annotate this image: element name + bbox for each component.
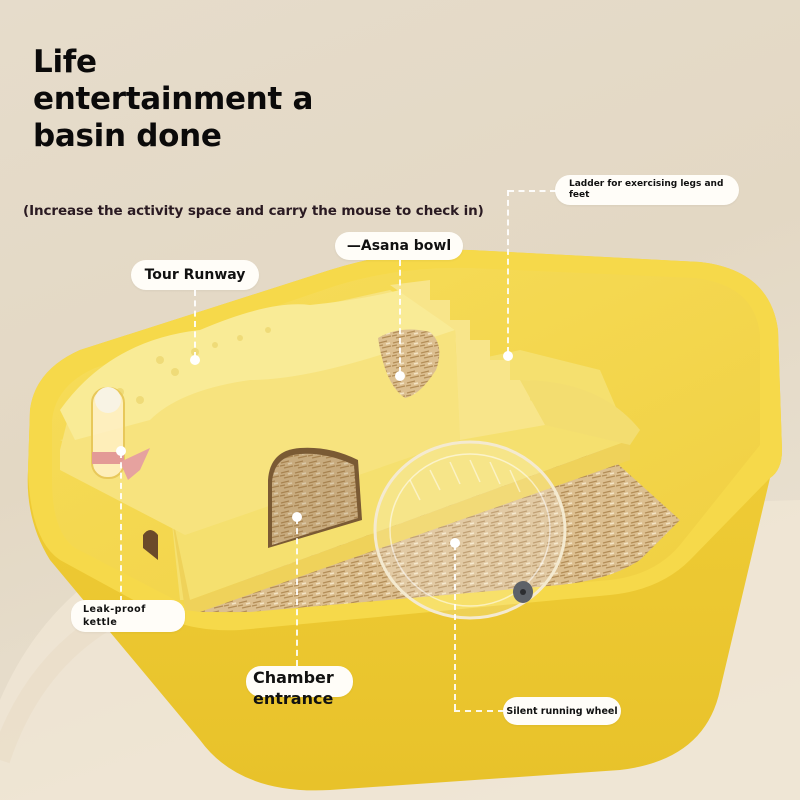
ladder xyxy=(390,280,545,440)
callout-leak-proof-kettle: Leak-proof kettle xyxy=(71,600,185,632)
callout-silent-wheel: Silent running wheel xyxy=(503,697,621,725)
wheel-connector-h xyxy=(454,710,504,712)
callout-wheel-label: Silent running wheel xyxy=(506,705,618,717)
running-wheel xyxy=(373,440,567,620)
wheel-connector-v xyxy=(454,544,456,710)
tour-runway-ramp xyxy=(60,290,455,440)
headline-line-2: entertainment a xyxy=(33,81,314,117)
chamber-marker-dot xyxy=(292,512,302,522)
runway-connector xyxy=(194,290,196,358)
headline-line-3: basin done xyxy=(33,118,222,154)
callout-kettle-label: Leak-proof kettle xyxy=(83,604,146,628)
ladder-connector-v xyxy=(507,190,509,353)
subheadline: (Increase the activity space and carry t… xyxy=(23,203,484,219)
kettle-marker-dot xyxy=(116,446,126,456)
callout-ladder-label: Ladder for exercising legs and feet xyxy=(569,179,724,200)
callout-asana-bowl: —Asana bowl xyxy=(335,232,463,260)
asana-connector xyxy=(399,260,401,373)
callout-tour-runway-label: Tour Runway xyxy=(144,267,246,283)
callout-asana-bowl-label: —Asana bowl xyxy=(346,238,452,254)
asana-bowl xyxy=(378,329,440,398)
callout-tour-runway: Tour Runway xyxy=(131,260,259,290)
runway-marker-dot xyxy=(190,355,200,365)
callout-chamber-entrance: Chamber entrance xyxy=(246,666,353,708)
kettle-connector xyxy=(120,452,122,602)
wheel-marker-dot xyxy=(450,538,460,548)
headline-line-1: Life xyxy=(33,44,97,80)
headline: Life entertainment a basin done xyxy=(33,44,313,155)
wood-shavings xyxy=(200,448,680,612)
asana-marker-dot xyxy=(395,371,405,381)
chamber-connector xyxy=(296,518,298,666)
ladder-marker-dot xyxy=(503,351,513,361)
callout-ladder: Ladder for exercising legs and feet xyxy=(555,175,739,205)
callout-chamber-label: Chamber entrance xyxy=(253,668,334,708)
ladder-connector-h xyxy=(508,190,556,192)
